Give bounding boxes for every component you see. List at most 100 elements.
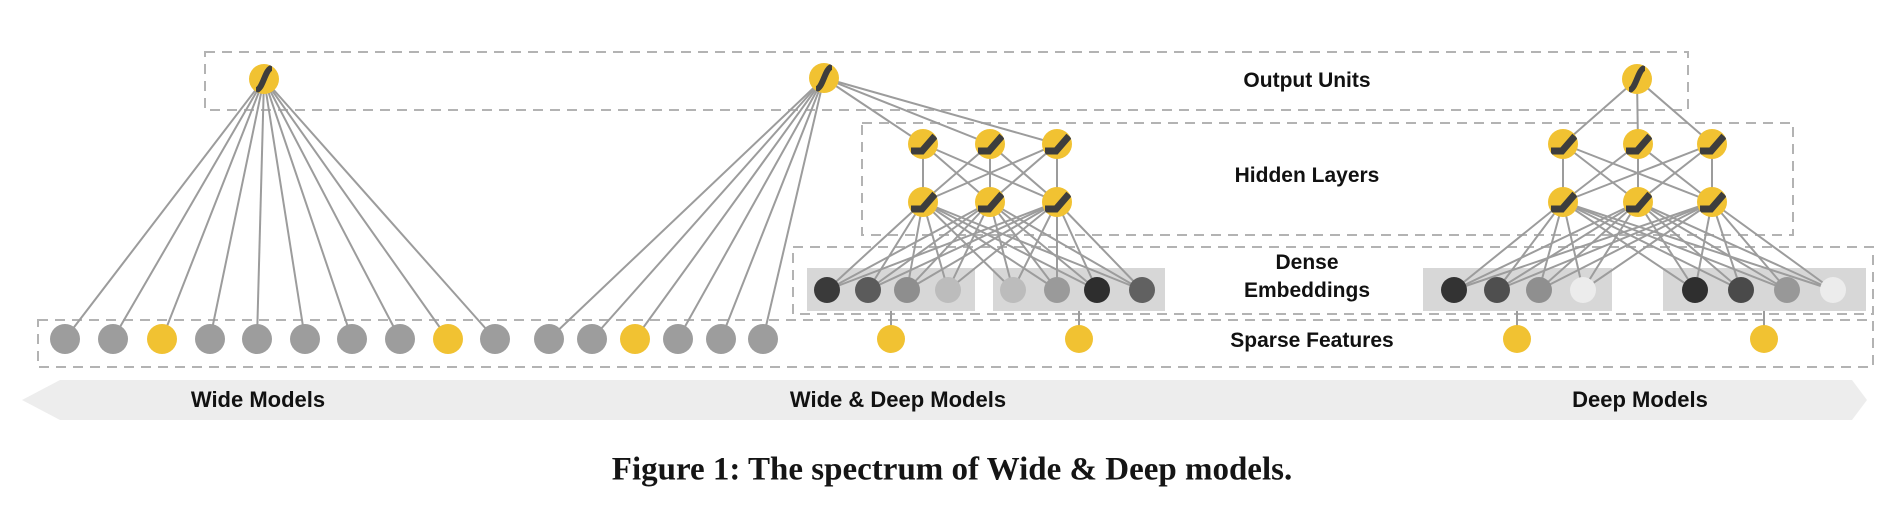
hidden-unit	[1623, 187, 1653, 217]
sparse-feature-node	[706, 324, 736, 354]
connection-line	[1562, 143, 1713, 203]
connection-line	[1582, 201, 1639, 291]
connection-line	[922, 201, 1143, 291]
sparse-feature-node	[534, 324, 564, 354]
hidden-unit	[975, 187, 1005, 217]
embedding-dot	[1570, 277, 1596, 303]
connection-line	[867, 201, 924, 291]
connection-line	[1711, 201, 1834, 291]
banner-label-deep-models: Deep Models	[1572, 387, 1708, 412]
hidden-unit	[1548, 129, 1578, 159]
connection-line	[1636, 78, 1713, 145]
output-unit	[1622, 64, 1652, 94]
embedding-dot	[1084, 277, 1110, 303]
connection-line	[1562, 78, 1638, 145]
hidden-unit	[1697, 187, 1727, 217]
connection-line	[922, 143, 1058, 203]
sparse-feature-node	[433, 324, 463, 354]
embedding-dot	[1000, 277, 1026, 303]
connection-line	[826, 201, 924, 291]
sparse-feature-node	[98, 324, 128, 354]
sparse-feature-node	[242, 324, 272, 354]
connection-line	[947, 201, 1058, 291]
connection-line	[1711, 201, 1788, 291]
connection-line	[263, 78, 306, 340]
hidden-unit	[1623, 129, 1653, 159]
connection-line	[112, 78, 265, 340]
embedding-dot	[1129, 277, 1155, 303]
connection-line	[922, 201, 1098, 291]
output-units-label: Output Units	[1243, 69, 1371, 92]
sparse-feature-node	[290, 324, 320, 354]
hidden-layers-label: Hidden Layers	[1234, 164, 1380, 187]
embedding-dot	[935, 277, 961, 303]
embedding-dot	[1044, 277, 1070, 303]
connection-line	[906, 201, 991, 291]
connection-line	[1637, 143, 1713, 203]
connection-line	[1538, 201, 1639, 291]
connection-line	[256, 78, 265, 340]
connection-line	[263, 78, 449, 340]
sparse-feature-node	[577, 324, 607, 354]
connection-line	[1056, 201, 1143, 291]
sparse-feature-node	[663, 324, 693, 354]
connection-line	[826, 201, 991, 291]
connection-line	[1637, 201, 1696, 291]
embedding-dot	[1682, 277, 1708, 303]
embedding-dot	[1728, 277, 1754, 303]
connection-line	[548, 77, 825, 340]
connection-line	[677, 77, 825, 340]
hidden-layers-box	[861, 122, 1794, 236]
sparse-features-box	[37, 319, 1874, 368]
connection-line	[947, 201, 991, 291]
sparse-feature-node	[147, 324, 177, 354]
connection-line	[989, 201, 1143, 291]
connection-line	[867, 201, 1058, 291]
connection-line	[823, 77, 924, 145]
connection-line	[1453, 201, 1713, 291]
sparse-feature-node	[1750, 325, 1778, 353]
output-unit	[809, 63, 839, 93]
embedding-dot	[894, 277, 920, 303]
connection-line	[1056, 201, 1098, 291]
dense-embeddings-box	[792, 246, 1874, 315]
sparse-feature-node	[1065, 325, 1093, 353]
hidden-unit	[1548, 187, 1578, 217]
connection-line	[1538, 201, 1713, 291]
connection-line	[263, 78, 496, 340]
connection-line	[1637, 201, 1788, 291]
sparse-feature-node	[620, 324, 650, 354]
connection-line	[989, 201, 1098, 291]
embedding-dot	[855, 277, 881, 303]
connection-line	[263, 78, 401, 340]
sparse-feature-node	[1503, 325, 1531, 353]
connection-line	[64, 78, 265, 340]
output-unit	[249, 64, 279, 94]
figure-caption: Figure 1: The spectrum of Wide & Deep mo…	[611, 451, 1293, 488]
connection-line	[922, 201, 949, 291]
embedding-dot	[1441, 277, 1467, 303]
hidden-unit	[908, 129, 938, 159]
connection-line	[1496, 201, 1564, 291]
connection-line	[1582, 201, 1713, 291]
connection-line	[1562, 201, 1742, 291]
embedding-dot	[814, 277, 840, 303]
banner-label-wide-models: Wide Models	[190, 387, 326, 412]
sparse-features-label: Sparse Features	[1230, 329, 1394, 352]
sparse-feature-node	[50, 324, 80, 354]
connection-line	[823, 77, 1058, 145]
banner-label-wide-deep-models: Wide & Deep Models	[789, 387, 1007, 412]
connection-line	[1562, 201, 1696, 291]
hidden-unit	[975, 129, 1005, 159]
embedding-dot	[1820, 277, 1846, 303]
connection-line	[762, 77, 825, 340]
connection-line	[263, 78, 353, 340]
sparse-feature-node	[877, 325, 905, 353]
embedding-dot	[1774, 277, 1800, 303]
connection-line	[720, 77, 825, 340]
sparse-feature-node	[480, 324, 510, 354]
connection-line	[823, 77, 991, 145]
connection-line	[591, 77, 825, 340]
